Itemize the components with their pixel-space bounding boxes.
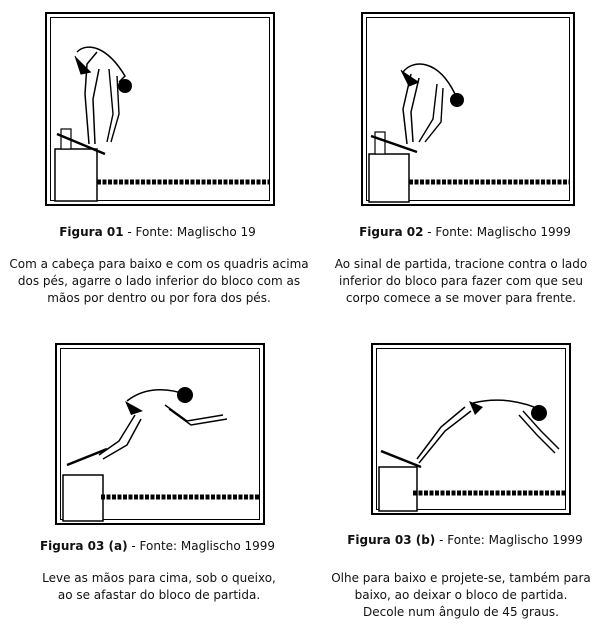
figure-02-description: Ao sinal de partida, tracione contra o l… — [322, 256, 600, 307]
figure-03b-desc-line: Olhe para baixo e projete-se, também par… — [331, 571, 591, 585]
figure-01-description: Com a cabeça para baixo e com os quadris… — [0, 256, 318, 307]
figure-02-desc-line: Ao sinal de partida, tracione contra o l… — [334, 257, 588, 271]
figure-02-desc-line: inferior do bloco para fazer com que seu — [339, 274, 583, 288]
figure-01-caption: Figura 01 - Fonte: Maglischo 19 — [20, 224, 295, 240]
figure-03a-desc-line: Leve as mãos para cima, sob o queixo, — [42, 571, 276, 585]
figure-03a-desc-line: ao se afastar do bloco de partida. — [57, 588, 261, 602]
figure-03b-desc-line: Decole num ângulo de 45 graus. — [363, 605, 559, 619]
figure-03a-description: Leve as mãos para cima, sob o queixo, ao… — [0, 570, 318, 604]
figure-02-label: Figura 02 — [359, 225, 424, 239]
figure-01-source: - Fonte: Maglischo 19 — [123, 225, 256, 239]
figure-02-caption: Figura 02 - Fonte: Maglischo 1999 — [330, 224, 600, 240]
swimmer-figure-02 — [368, 63, 569, 203]
figure-03b-caption: Figura 03 (b) - Fonte: Maglischo 1999 — [330, 532, 600, 548]
swimmer-figure-03b — [378, 399, 565, 512]
figure-03b-description: Olhe para baixo e projete-se, também par… — [322, 570, 600, 621]
figure-01-desc-line: mãos por dentro ou por fora dos pés. — [47, 291, 271, 305]
figure-01-label: Figura 01 — [59, 225, 124, 239]
swimmer-figure-03a — [62, 387, 259, 522]
figure-03b-desc-line: baixo, ao deixar o bloco de partida. — [354, 588, 568, 602]
figure-03b-source: - Fonte: Maglischo 1999 — [435, 533, 583, 547]
figure-03a-illustration — [55, 343, 265, 525]
figure-01-illustration — [45, 12, 275, 206]
figure-03a-source: - Fonte: Maglischo 1999 — [127, 539, 276, 553]
figure-02-source: - Fonte: Maglischo 1999 — [423, 225, 571, 239]
figure-01-desc-line: Com a cabeça para baixo e com os quadris… — [9, 257, 309, 271]
figure-03b-illustration — [371, 343, 571, 515]
swimmer-figure-01 — [54, 46, 269, 202]
figure-03a-caption: Figura 03 (a) - Fonte: Maglischo 1999 — [20, 538, 295, 554]
figure-01-desc-line: dos pés, agarre o lado inferior do bloco… — [17, 274, 301, 288]
figure-02-desc-line: corpo comece a se mover para frente. — [345, 291, 577, 305]
figure-02-illustration — [361, 12, 575, 206]
figure-03a-label: Figura 03 (a) — [39, 539, 128, 553]
figure-03b-label: Figura 03 (b) — [347, 533, 436, 547]
